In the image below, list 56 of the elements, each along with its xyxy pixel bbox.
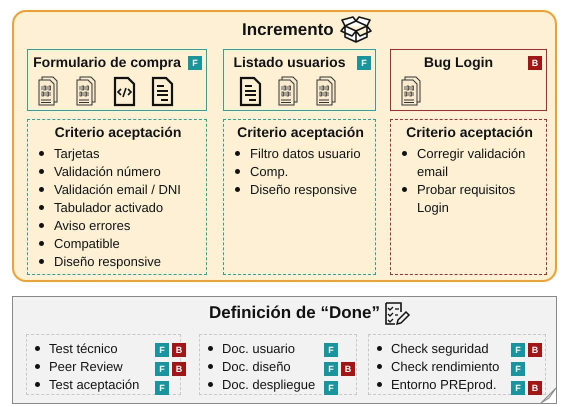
card-title: Listado usuarios xyxy=(232,54,347,70)
criteria-heading: Criterio aceptación xyxy=(405,124,534,140)
tag-badge: B xyxy=(172,343,186,357)
list-item: Doc. usuario xyxy=(222,340,296,358)
criteria-panel xyxy=(27,119,207,275)
tag-badge: B xyxy=(528,343,542,357)
list-item: Test aceptación xyxy=(49,376,140,394)
list-item: Entorno PREprod. xyxy=(391,376,498,394)
list-item: Diseño responsive xyxy=(250,181,358,199)
tag-badge: F xyxy=(324,381,338,395)
criteria-heading: Criterio aceptación xyxy=(236,124,365,140)
tag-badge: F xyxy=(511,362,525,376)
card-title: Formulario de compra xyxy=(32,54,182,70)
tag-badge: F xyxy=(511,381,525,395)
tag-badge: F xyxy=(324,343,338,357)
tag-badge: F xyxy=(155,362,169,376)
criteria-heading: Criterio aceptación xyxy=(54,124,182,140)
criteria-panel xyxy=(223,119,376,275)
card-title: Bug Login xyxy=(422,54,494,70)
list-item: Corregir validación email xyxy=(417,145,526,181)
list-item: Doc. despliegue xyxy=(222,376,316,394)
list-item: Validación número xyxy=(54,163,162,181)
criteria-panel xyxy=(390,119,547,275)
panel-title: Incremento xyxy=(242,20,334,40)
list-item: Aviso errores xyxy=(54,217,132,235)
list-item: Probar requisitos Login xyxy=(417,181,516,217)
tag-badge: B xyxy=(172,362,186,376)
tag-badge: B xyxy=(341,362,355,376)
list-item: Filtro datos usuario xyxy=(250,145,362,163)
tag-badge: F xyxy=(511,343,525,357)
list-item: Tarjetas xyxy=(54,145,101,163)
checklist-group xyxy=(368,334,546,395)
group-panel xyxy=(12,10,557,282)
list-item: Diseño responsive xyxy=(54,253,162,271)
list-item: Doc. diseño xyxy=(222,358,292,376)
list-item: Tabulador activado xyxy=(54,199,164,217)
tag-badge: F xyxy=(188,56,202,70)
tag-badge: B xyxy=(528,381,542,395)
checklist-group xyxy=(199,334,357,395)
feature-card xyxy=(27,49,207,111)
tag-badge: F xyxy=(155,381,169,395)
tag-badge: F xyxy=(324,362,338,376)
feature-card xyxy=(223,49,376,111)
list-item: Check seguridad xyxy=(391,340,490,358)
list-item: Test técnico xyxy=(49,340,119,358)
bug-card xyxy=(390,49,547,111)
definition-panel xyxy=(12,296,557,404)
tag-badge: B xyxy=(528,56,542,70)
list-item: Peer Review xyxy=(49,358,124,376)
panel-title: Definición de “Done” xyxy=(209,303,380,323)
list-item: Validación email / DNI xyxy=(54,181,182,199)
list-item: Comp. xyxy=(250,163,290,181)
list-item: Check rendimiento xyxy=(391,358,500,376)
list-item: Compatible xyxy=(54,235,121,253)
tag-badge: F xyxy=(155,343,169,357)
tag-badge: F xyxy=(357,56,371,70)
